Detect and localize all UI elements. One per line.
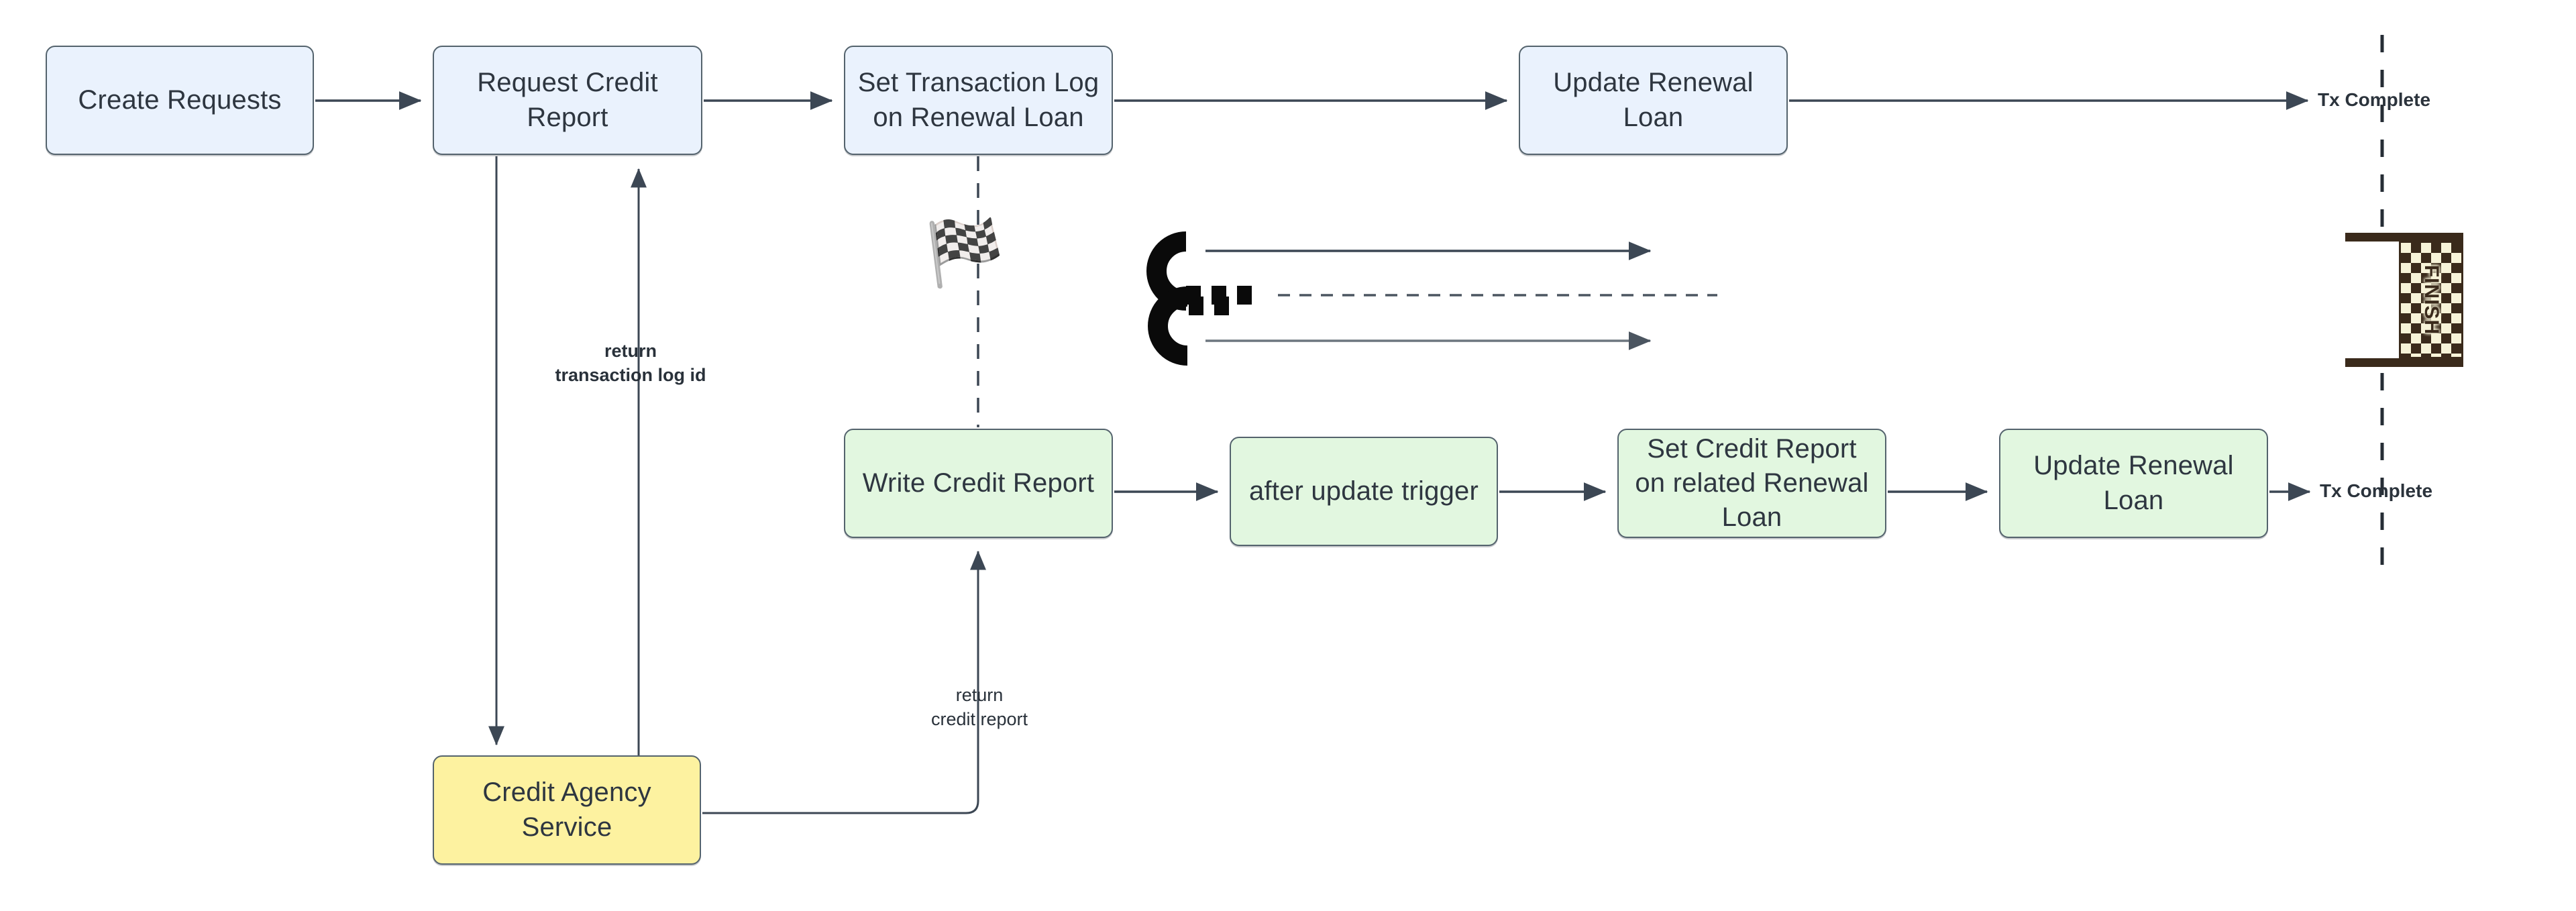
fork-split-icon	[1146, 231, 1252, 366]
node-label: Create Requests	[78, 85, 282, 115]
node-label: Credit Agency Service	[482, 778, 651, 842]
finish-banner-top-bar	[2345, 233, 2463, 242]
node-after-update-trigger[interactable]: after update trigger	[1230, 437, 1498, 546]
node-label: after update trigger	[1249, 476, 1479, 506]
finish-banner-icon: FINISH	[2345, 233, 2463, 367]
node-label: Update Renewal Loan	[1553, 68, 1754, 132]
node-update-renewal-loan-bottom[interactable]: Update Renewal Loan	[1999, 429, 2268, 538]
checkered-flag-icon: 🏁	[924, 217, 1005, 289]
finish-banner-text: FINISH	[2420, 264, 2443, 335]
finish-banner-bottom-bar	[2345, 358, 2463, 367]
node-create-requests[interactable]: Create Requests	[46, 46, 314, 155]
edge-label-return-transaction-log-id: return transaction log id	[555, 341, 706, 386]
finish-banner-cloth: FINISH	[2399, 241, 2463, 359]
node-write-credit-report[interactable]: Write Credit Report	[844, 429, 1113, 538]
edge-label-return-credit-report: return credit report	[930, 685, 1028, 730]
node-label: Set Transaction Log on Renewal Loan	[857, 68, 1099, 132]
node-set-transaction-log-on-renewal-loan[interactable]: Set Transaction Log on Renewal Loan	[844, 46, 1113, 155]
node-update-renewal-loan-top[interactable]: Update Renewal Loan	[1519, 46, 1788, 155]
node-credit-agency-service[interactable]: Credit Agency Service	[433, 755, 701, 865]
node-set-credit-report-on-related-renewal-loan[interactable]: Set Credit Report on related Renewal Loa…	[1617, 429, 1886, 538]
node-request-credit-report[interactable]: Request Credit Report	[433, 46, 702, 155]
node-label: Update Renewal Loan	[2033, 451, 2234, 515]
node-label: Request Credit Report	[477, 68, 658, 132]
terminal-label-tx-complete-bottom: Tx Complete	[2320, 480, 2433, 501]
edge-credit-agency-to-write-credit-report	[702, 550, 986, 814]
node-label: Write Credit Report	[862, 468, 1095, 498]
terminal-label-tx-complete-top: Tx Complete	[2318, 89, 2431, 110]
node-label: Set Credit Report on related Renewal Loa…	[1635, 433, 1869, 533]
